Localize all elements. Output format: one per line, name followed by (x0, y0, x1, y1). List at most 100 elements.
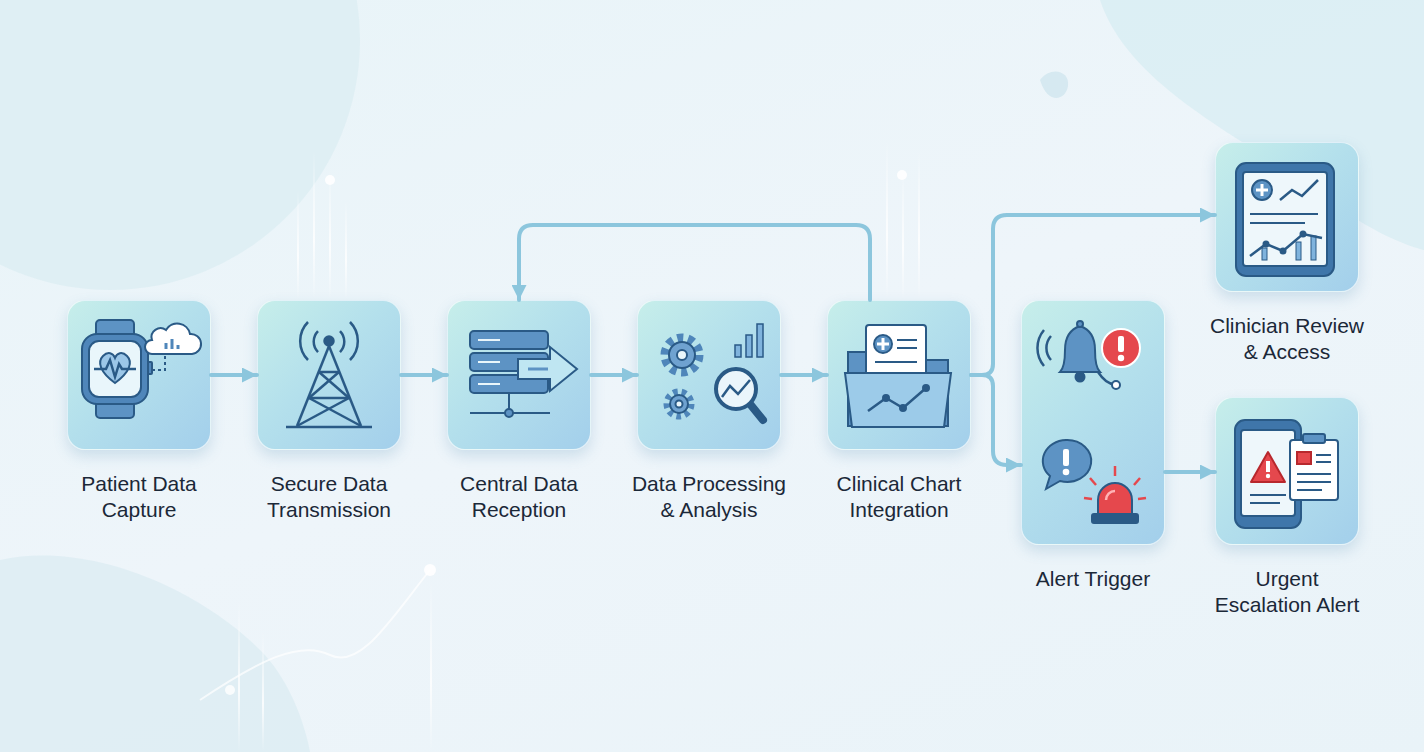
flow-arrow (971, 375, 1021, 465)
tablet-icon-part (1250, 234, 1322, 256)
tablet-icon-part (1280, 180, 1318, 200)
alert-bell-icon-part (1102, 329, 1140, 367)
light-streak-part (424, 564, 436, 576)
chart-folder-icon-part (897, 347, 917, 349)
flow-arrow (781, 373, 827, 377)
server-icon-part (478, 383, 500, 385)
phone-alert-icon-part (1266, 474, 1270, 478)
smartwatch-icon-part (148, 362, 152, 374)
clipboard-icon-part (1297, 452, 1311, 464)
gear-magnifier-icon-part (667, 392, 691, 416)
node-label: Urgent Escalation Alert (1210, 566, 1365, 618)
radio-tower-icon-part (340, 331, 344, 352)
tablet-icon-part (1256, 189, 1268, 192)
light-streak-part (297, 190, 299, 300)
server-icon-part (518, 347, 577, 391)
tablet-icon-part (1236, 163, 1334, 276)
tablet-icon-part (1250, 213, 1318, 215)
tablet-icon-part (1243, 172, 1327, 266)
light-streak-part (897, 170, 907, 180)
flow-arrow (401, 373, 447, 377)
radio-tower-icon-part (319, 372, 349, 398)
server-icon-part (470, 412, 550, 414)
server-icon (470, 331, 577, 417)
phone-alert-icon-part (1235, 420, 1301, 528)
node-label-group: Secure Data Transmission (247, 471, 412, 523)
clipboard-icon-part (1290, 440, 1338, 500)
alert-bell-icon-part (1037, 330, 1044, 366)
background-blob-part (0, 0, 360, 290)
gear-magnifier-icon-part (746, 335, 752, 357)
chart-folder-icon-part (877, 343, 889, 346)
chart-folder-icon-part (897, 339, 917, 341)
server-icon-part (470, 375, 548, 393)
phone-alert-icon-part (1250, 494, 1286, 496)
radio-tower-icon-part (309, 372, 339, 398)
process-box: Clinical Chart Integration (827, 300, 971, 450)
smartwatch-icon-part (94, 360, 136, 377)
light-streak-part (313, 150, 315, 300)
radio-tower-icon-part (297, 346, 329, 426)
chart-folder-icon (845, 325, 951, 427)
node-label-group: Clinical Chart Integration (817, 471, 982, 523)
gear-magnifier-icon-part (757, 324, 763, 357)
process-box: Central Data Reception (447, 300, 591, 450)
server-icon-part (478, 361, 500, 363)
alert-bell-icon-part (1077, 321, 1083, 327)
light-streak-part (430, 580, 432, 752)
node-label-group: Patient Data Capture (57, 471, 222, 523)
server-icon-part (508, 394, 510, 413)
background-blob-part (1040, 71, 1068, 98)
flow-arrow (591, 373, 637, 377)
gear-magnifier-icon-part (670, 395, 688, 413)
chart-folder-icon-part (883, 395, 889, 401)
siren-icon-part (1138, 498, 1146, 499)
siren-icon-part (1098, 483, 1132, 514)
tablet-icon-part (1250, 222, 1305, 224)
tablet-icon-part (1296, 242, 1301, 260)
gear-magnifier-icon-part (716, 369, 756, 409)
node-label: Clinical Chart Integration (817, 471, 982, 523)
radio-tower-icon-part (314, 331, 318, 352)
smartwatch-icon-part (96, 320, 134, 340)
alert-bell-icon-part (1112, 381, 1120, 389)
gear-magnifier-icon (665, 324, 763, 420)
node-label-group: Clinician Review & Access (1205, 313, 1370, 365)
tablet-icon-part (1301, 232, 1306, 237)
cloud-icon-part (145, 324, 201, 354)
clipboard-icon-part (1297, 481, 1331, 483)
radio-tower-icon-part (309, 398, 361, 426)
clipboard-icon-part (1297, 473, 1331, 475)
chart-folder-icon-part (848, 352, 948, 426)
siren-icon-part (1092, 514, 1138, 523)
light-streak (200, 140, 920, 752)
process-box: Urgent Escalation Alert (1215, 397, 1359, 545)
node-label-group: Alert Trigger (1011, 566, 1176, 592)
process-box: Patient Data Capture (67, 300, 211, 450)
cloud-icon-part (177, 345, 180, 349)
process-box: Clinician Review & Access (1215, 142, 1359, 292)
clipboard-icon-part (1316, 454, 1331, 456)
siren-icon-part (1106, 491, 1115, 500)
node-label-group: Central Data Reception (437, 471, 602, 523)
light-streak-part (262, 630, 264, 752)
gear-magnifier-icon-part (665, 338, 699, 372)
tablet-icon-part (1264, 242, 1269, 247)
flow-arrow (971, 215, 1215, 375)
server-icon-part (528, 368, 548, 371)
gear-magnifier-icon-part (677, 350, 687, 360)
smartwatch-icon-part (82, 334, 148, 404)
tablet-icon-part (1262, 248, 1267, 260)
radio-tower-icon-part (297, 398, 349, 426)
chart-folder-icon-part (900, 405, 906, 411)
light-streak-part (325, 175, 335, 185)
smartwatch-icon-part (96, 398, 134, 418)
clipboard-icon-part (1297, 489, 1322, 491)
flow-arrow (519, 225, 870, 300)
light-streak-part (329, 170, 331, 300)
alert-bubble-icon-part (1063, 449, 1069, 466)
chart-folder-icon-part (923, 385, 929, 391)
alert-bubble-icon-part (1043, 440, 1091, 489)
node-label-group: Urgent Escalation Alert (1210, 566, 1365, 618)
